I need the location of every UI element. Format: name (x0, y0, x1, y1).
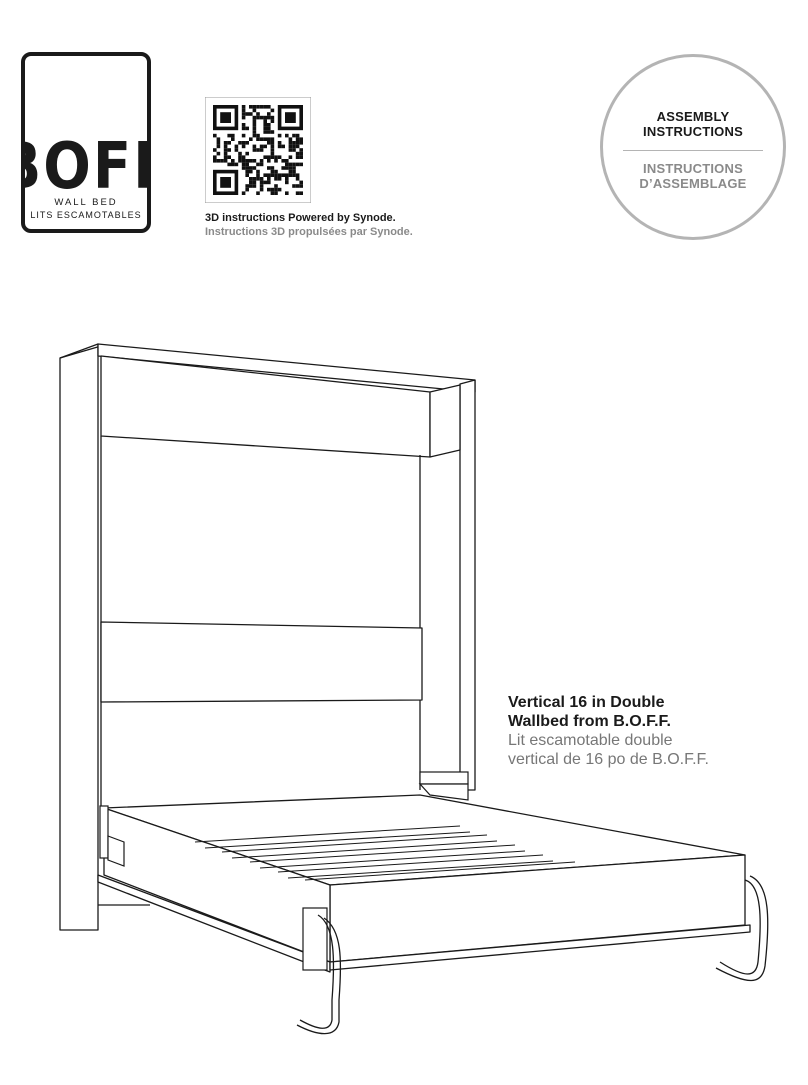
badge-fr-line1: INSTRUCTIONS (643, 161, 743, 176)
badge-english: ASSEMBLY INSTRUCTIONS (603, 109, 783, 139)
badge-en-line1: ASSEMBLY (656, 109, 730, 124)
product-title-en: Vertical 16 in Double Wallbed from B.O.F… (508, 693, 788, 731)
product-fr-line2: vertical de 16 po de B.O.F.F. (508, 751, 709, 768)
badge-divider (623, 150, 763, 151)
boff-logo: BOFF WALL BED LITS ESCAMOTABLES (21, 52, 151, 233)
badge-french: INSTRUCTIONS D’ASSEMBLAGE (603, 161, 783, 191)
logo-line1: WALL BED (54, 197, 117, 208)
qr-caption: 3D instructions Powered by Synode. Instr… (205, 211, 413, 239)
product-title: Vertical 16 in Double Wallbed from B.O.F… (508, 693, 788, 769)
boff-logo-mark: BOFF WALL BED LITS ESCAMOTABLES (25, 130, 147, 220)
qr-code[interactable] (205, 97, 311, 203)
product-en-line1: Vertical 16 in Double (508, 694, 665, 711)
badge-fr-line2: D’ASSEMBLAGE (639, 176, 747, 191)
badge-en-line2: INSTRUCTIONS (643, 124, 743, 139)
qr-caption-en: 3D instructions Powered by Synode. (205, 212, 396, 224)
qr-caption-fr: Instructions 3D propulsées par Synode. (205, 226, 413, 238)
assembly-instructions-badge: ASSEMBLY INSTRUCTIONS INSTRUCTIONS D’ASS… (600, 54, 786, 240)
product-en-line2: Wallbed from B.O.F.F. (508, 713, 671, 730)
logo-wordmark: BOFF (25, 130, 147, 205)
product-title-fr: Lit escamotable double vertical de 16 po… (508, 731, 788, 769)
product-fr-line1: Lit escamotable double (508, 732, 673, 749)
wall-bed-illustration (59, 343, 769, 1035)
logo-line2: LITS ESCAMOTABLES (30, 210, 141, 220)
